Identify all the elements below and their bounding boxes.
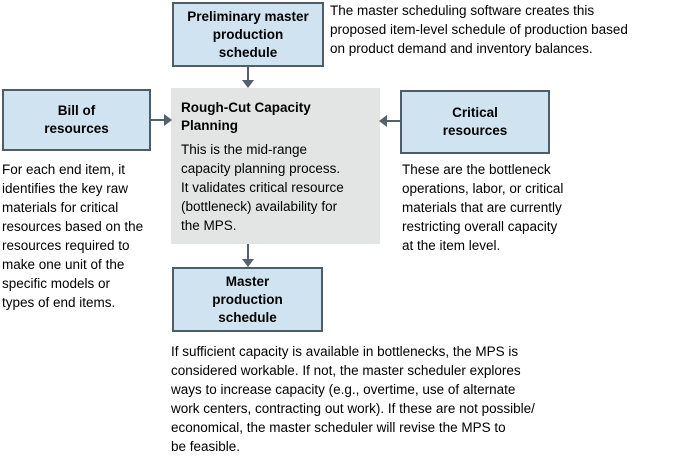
- process-title: Rough-Cut Capacity Planning: [181, 100, 311, 133]
- annotation-bottom: If sufficient capacity is available in b…: [171, 344, 535, 454]
- box-rough-cut-capacity-planning: Rough-Cut Capacity Planning This is the …: [171, 88, 380, 244]
- box-bill-of-resources: Bill of resources: [2, 89, 151, 151]
- annotation-top-right: The master scheduling software creates t…: [330, 3, 628, 56]
- annotation-left: For each end item, it identifies the key…: [2, 162, 144, 310]
- box-critical-resources: Critical resources: [400, 90, 550, 154]
- box-preliminary-master-production-schedule: Preliminary master production schedule: [172, 2, 324, 67]
- process-description: This is the mid-range capacity planning …: [181, 142, 344, 233]
- box-master-production-schedule: Master production schedule: [172, 267, 323, 332]
- annotation-right: These are the bottleneck operations, lab…: [402, 162, 564, 253]
